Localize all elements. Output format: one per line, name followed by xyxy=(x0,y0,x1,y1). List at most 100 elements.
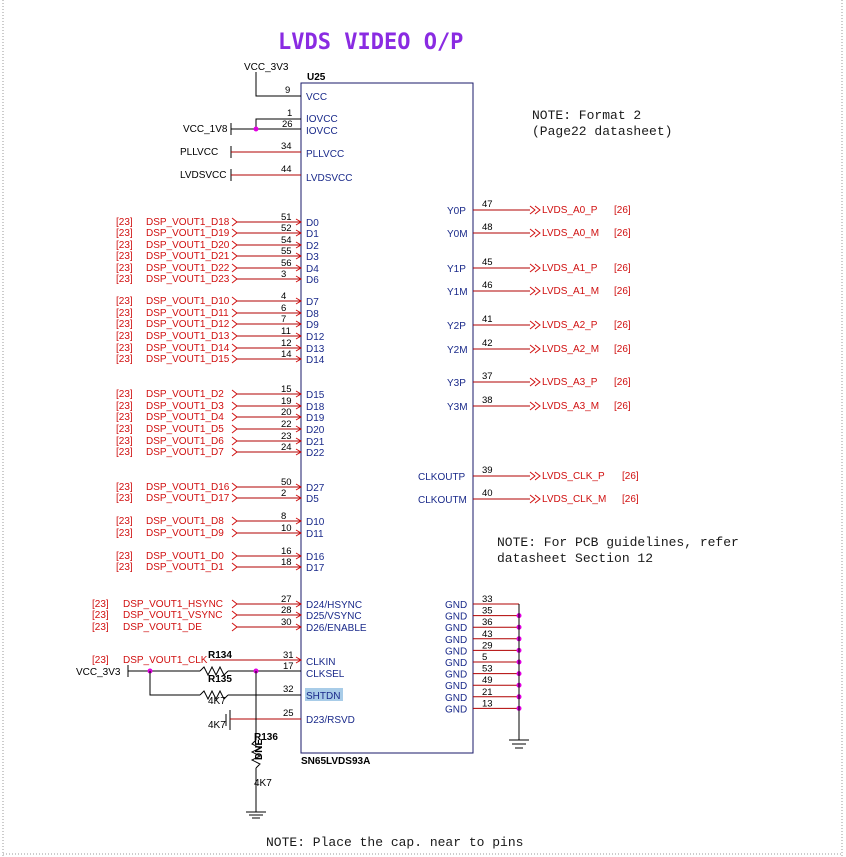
r134-symbol xyxy=(199,665,229,677)
pin-name: D27 xyxy=(306,483,325,494)
offpage-connector-2 xyxy=(534,286,541,296)
sync-net-label: DSP_VOUT1_VSYNC xyxy=(123,610,222,621)
pin-num: 5 xyxy=(482,652,487,663)
pin-arrow xyxy=(295,229,302,237)
pin-name: D20 xyxy=(306,425,325,436)
data-net-label: DSP_VOUT1_D19 xyxy=(146,228,230,239)
data-net-label: DSP_VOUT1_D4 xyxy=(146,412,224,423)
data-net-label: DSP_VOUT1_D6 xyxy=(146,436,224,447)
gnd-pin-name: GND xyxy=(445,646,467,657)
pin-arrow xyxy=(295,241,302,249)
pin-num: 25 xyxy=(283,708,294,719)
pin-name: D13 xyxy=(306,344,325,355)
lvds-ref-label: [26] xyxy=(614,320,631,331)
pin-name: CLKIN xyxy=(306,657,335,668)
r134-ref: R134 xyxy=(208,650,232,661)
lvds-net-label: LVDS_A2_M xyxy=(542,344,599,355)
pin-num: 23 xyxy=(281,431,292,442)
offpage-connector-2 xyxy=(534,228,541,238)
offpage-connector xyxy=(231,412,238,422)
offpage-connector xyxy=(231,228,238,238)
pin-name: D9 xyxy=(306,320,319,331)
pin-name: D16 xyxy=(306,552,325,563)
data-ref-label: [23] xyxy=(116,308,133,319)
pin-num: 42 xyxy=(482,338,493,349)
pin-name: D0 xyxy=(306,218,319,229)
pin-num: 56 xyxy=(281,258,292,269)
pin-name: D19 xyxy=(306,413,325,424)
pin-num: 2 xyxy=(281,488,286,499)
pin-num: 53 xyxy=(482,664,493,675)
offpage-connector-2 xyxy=(534,205,541,215)
pin-name: D18 xyxy=(306,402,325,413)
pin-num: 21 xyxy=(482,687,493,698)
data-net-label: DSP_VOUT1_D15 xyxy=(146,354,230,365)
data-net-label: DSP_VOUT1_D5 xyxy=(146,424,224,435)
data-ref-label: [23] xyxy=(116,263,133,274)
data-net-label: DSP_VOUT1_D13 xyxy=(146,331,230,342)
offpage-connector xyxy=(231,599,238,609)
pin-num: 38 xyxy=(482,395,493,406)
pin-num: 54 xyxy=(281,235,292,246)
r135-value: 4K7 xyxy=(208,720,226,731)
pin-num: 31 xyxy=(283,650,294,661)
junction-dot xyxy=(253,126,259,132)
data-ref-label: [23] xyxy=(116,296,133,307)
gnd-pin-name: GND xyxy=(445,612,467,623)
lvds-pin-name: Y3P xyxy=(447,378,466,389)
data-ref-label: [23] xyxy=(116,528,133,539)
gnd-pin-group: GND33GND35GND36GND43GND29GND5GND53GND49G… xyxy=(445,594,529,749)
pin-num: 1 xyxy=(287,108,292,119)
data-ref-label: [23] xyxy=(116,331,133,342)
data-ref-label: [23] xyxy=(116,436,133,447)
pin-num: 48 xyxy=(482,222,493,233)
offpage-connector-2 xyxy=(534,494,541,504)
pin-arrow xyxy=(295,297,302,305)
lvds-net-label: LVDS_CLK_M xyxy=(542,494,606,505)
r136-value: 4K7 xyxy=(254,778,272,789)
pin-name: D1 xyxy=(306,229,319,240)
offpage-connector xyxy=(231,610,238,620)
pin-arrow xyxy=(295,529,302,537)
lvds-net-label: LVDS_A3_P xyxy=(542,377,598,388)
pin-arrow xyxy=(295,344,302,352)
offpage-connector xyxy=(529,263,536,273)
pin-num: 17 xyxy=(283,661,294,672)
data-net-label: DSP_VOUT1_D11 xyxy=(146,308,229,319)
gnd-pin-name: GND xyxy=(445,704,467,715)
ic-body xyxy=(300,82,474,754)
pin-num: 6 xyxy=(281,303,286,314)
pin-num: 37 xyxy=(482,371,493,382)
pin-name: IOVCC xyxy=(306,114,338,125)
pin-arrow xyxy=(295,413,302,421)
lvds-ref-label: [26] xyxy=(614,401,631,412)
lvds-pin-name: Y3M xyxy=(447,402,468,413)
data-net-label: DSP_VOUT1_D17 xyxy=(146,493,230,504)
pin-arrow xyxy=(295,563,302,571)
ic-ref: U25 xyxy=(307,72,326,83)
lvds-net-label: LVDS_A1_P xyxy=(542,263,598,274)
pin-num: 14 xyxy=(281,349,292,360)
lvds-ref-label: [26] xyxy=(614,377,631,388)
offpage-connector xyxy=(231,217,238,227)
r135-wire-left xyxy=(149,671,200,696)
pin-arrow xyxy=(295,320,302,328)
pin-arrow xyxy=(295,494,302,502)
lvds-pin-name: CLKOUTP xyxy=(418,472,466,483)
lvds-pin-name: Y2P xyxy=(447,321,466,332)
lvds-pin-name: Y1P xyxy=(447,264,466,275)
lvds-pin-name: Y1M xyxy=(447,287,468,298)
sync-net-label: DSP_VOUT1_HSYNC xyxy=(123,599,223,610)
offpage-connector xyxy=(231,296,238,306)
lvds-ref-label: [26] xyxy=(614,344,631,355)
pin-arrow xyxy=(295,483,302,491)
pin-name: D26/ENABLE xyxy=(306,623,367,634)
pin-num: 12 xyxy=(281,338,292,349)
pin-arrow xyxy=(295,448,302,456)
data-net-label: DSP_VOUT1_D1 xyxy=(146,562,224,573)
offpage-connector xyxy=(231,493,238,503)
sync-net-label: DSP_VOUT1_DE xyxy=(123,622,202,633)
r135-ref: R135 xyxy=(208,674,232,685)
